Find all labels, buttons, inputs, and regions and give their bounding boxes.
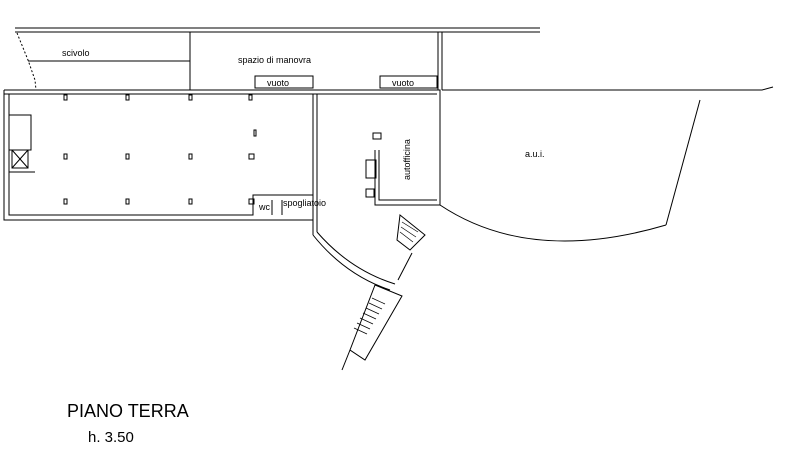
ramp-and-maneuver-area	[28, 32, 443, 90]
room-label-vuoto-2: vuoto	[392, 78, 414, 88]
room-label-aui: a.u.i.	[525, 149, 545, 159]
floor-height: h. 3.50	[88, 429, 134, 446]
room-label-spogliatoio: spogliatoio	[283, 198, 326, 208]
room-label-vuoto-1: vuoto	[267, 78, 289, 88]
void-box-1	[254, 75, 314, 89]
upper-stair	[396, 214, 426, 251]
building-walls	[3, 89, 441, 371]
aui-area	[439, 86, 774, 242]
room-label-autofficina: autofficina	[402, 139, 412, 180]
room-label-wc: wc	[258, 202, 270, 212]
floor-title: PIANO TERRA	[67, 401, 189, 421]
room-label-spazio-manovra: spazio di manovra	[238, 55, 311, 65]
room-label-scivolo: scivolo	[62, 48, 90, 58]
site-boundary	[15, 27, 540, 91]
pillars	[63, 94, 382, 205]
void-box-2	[379, 75, 438, 89]
